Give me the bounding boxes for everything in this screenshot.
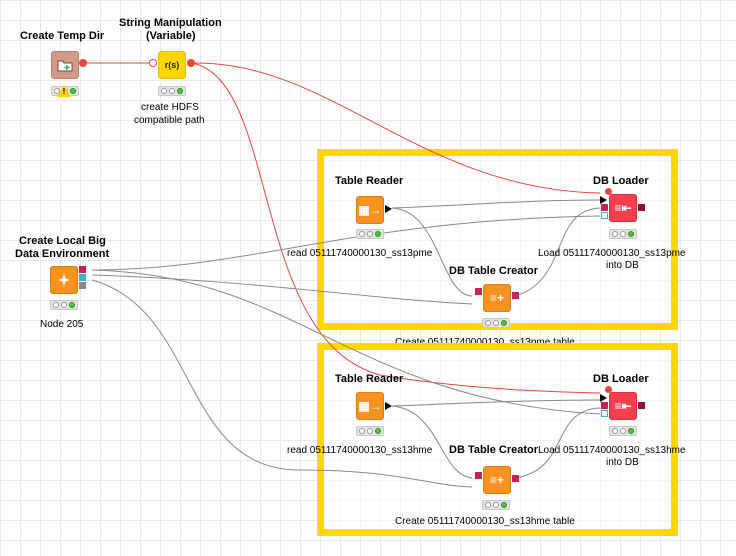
create-temp-dir-node[interactable] [51,51,79,79]
folder-plus-icon [52,52,78,78]
table-reader-1-caption: read 05111740000130_ss13pme [287,248,433,259]
wire-reader1-to-creator1 [391,207,473,297]
table-reader-1-title: Table Reader [335,175,404,187]
db-loader-icon: ≡⇤ [614,399,632,413]
wire-bigdata-to-creator1 [91,274,473,305]
create-local-big-data-port-3[interactable] [79,282,86,289]
db-loader-2-in-port-1[interactable] [600,394,607,402]
wire-creator1-to-loader1 [514,207,601,297]
create-temp-dir-title: Create Temp Dir [20,30,105,42]
wire-stringmanip-to-dbloader2 [191,62,601,394]
string-manipulation-node[interactable]: r(s) [158,51,186,79]
db-loader-1-var-in-port[interactable] [605,188,612,195]
create-local-big-data-status [50,300,78,310]
db-loader-1-in-port-2[interactable] [601,204,608,211]
db-loader-2-node[interactable]: ≡⇤ [609,392,637,420]
table-reader-2-caption: read 05111740000130_ss13hme [287,445,433,456]
db-table-creator-1-in-port-1[interactable] [475,288,482,295]
wire-creator2-to-loader2 [514,407,601,479]
db-loader-1-caption-line1: Load 05111740000130_ss13pme [538,248,686,259]
string-manipulation-status [158,86,186,96]
db-loader-2-var-in-port[interactable] [605,386,612,393]
variable-formula-icon: r(s) [164,60,180,70]
wire-stringmanip-to-dbloader1 [191,62,601,194]
string-manipulation-var-out-port[interactable] [187,59,195,67]
db-loader-1-in-port-3[interactable] [601,212,608,219]
table-reader-2-out-port[interactable] [385,402,392,410]
db-table-creator-2-out-port[interactable] [512,475,519,482]
db-loader-1-caption-line2: into DB [606,260,639,271]
table-reader-2-status [356,426,384,436]
create-local-big-data-title-line2: Data Environment [15,248,110,260]
db-table-creator-1-out-port[interactable] [512,292,519,299]
db-table-creator-2-node[interactable]: ≡+ [483,466,511,494]
db-table-creator-1-in-port-2[interactable] [473,300,480,308]
string-manipulation-var-in-port[interactable] [149,59,157,67]
db-table-add-icon: ≡+ [489,291,504,305]
db-loader-1-title: DB Loader [593,175,649,187]
spark-icon [51,267,77,293]
table-reader-1-node[interactable]: ▦→ [356,196,384,224]
create-local-big-data-title-line1: Create Local Big [19,235,106,247]
db-loader-2-caption-line2: into DB [606,457,639,468]
string-manipulation-title-line2: (Variable) [146,30,196,42]
wire-reader2-to-creator2 [391,405,473,479]
wire-reader1-to-loader1 [391,199,601,209]
create-local-big-data-port-2[interactable] [79,274,86,281]
annotation-top-label: Create 05111740000130_ss13pme table [395,337,575,348]
wire-reader2-to-loader2 [391,399,601,407]
create-local-big-data-port-1[interactable] [79,266,86,273]
warning-icon [57,85,71,97]
db-loader-1-status [609,229,637,239]
db-table-creator-2-status [482,500,510,510]
db-loader-1-node[interactable]: ≡⇤ [609,194,637,222]
db-loader-2-in-port-3[interactable] [601,410,608,417]
string-manipulation-caption-line2: compatible path [134,115,205,126]
table-reader-2-title: Table Reader [335,373,404,385]
string-manipulation-title-line1: String Manipulation [119,17,222,29]
table-reader-1-out-port[interactable] [385,205,392,213]
db-table-add-icon: ≡+ [489,473,504,487]
db-table-creator-2-in-port-1[interactable] [475,472,482,479]
table-reader-2-node[interactable]: ▦→ [356,392,384,420]
db-loader-1-in-port-1[interactable] [600,196,607,204]
create-local-big-data-caption: Node 205 [40,319,84,330]
wire-bigdata-to-creator2 [91,279,473,488]
db-loader-2-title: DB Loader [593,373,649,385]
db-table-creator-2-in-port-2[interactable] [473,484,480,492]
db-loader-2-status [609,426,637,436]
table-reader-1-status [356,229,384,239]
db-table-creator-2-title: DB Table Creator [449,444,539,456]
string-manipulation-caption-line1: create HDFS [141,102,199,113]
db-loader-1-out-port[interactable] [638,204,645,211]
create-temp-dir-var-out-port[interactable] [79,59,87,67]
wire-bigdata-to-loader2 [91,269,601,415]
db-loader-2-out-port[interactable] [638,402,645,409]
table-arrow-icon: ▦→ [358,203,382,217]
db-table-creator-1-status [482,318,510,328]
db-table-creator-1-node[interactable]: ≡+ [483,284,511,312]
warning-mark: ! [62,87,66,96]
db-loader-2-caption-line1: Load 05111740000130_ss13hme [538,445,686,456]
wire-bigdata-to-loader1 [91,215,601,271]
db-loader-icon: ≡⇤ [614,201,632,215]
table-arrow-icon: ▦→ [358,399,382,413]
db-table-creator-1-title: DB Table Creator [449,265,539,277]
annotation-bottom-label: Create 05111740000130_ss13hme table [395,516,575,527]
create-local-big-data-node[interactable] [50,266,78,294]
db-loader-2-in-port-2[interactable] [601,402,608,409]
